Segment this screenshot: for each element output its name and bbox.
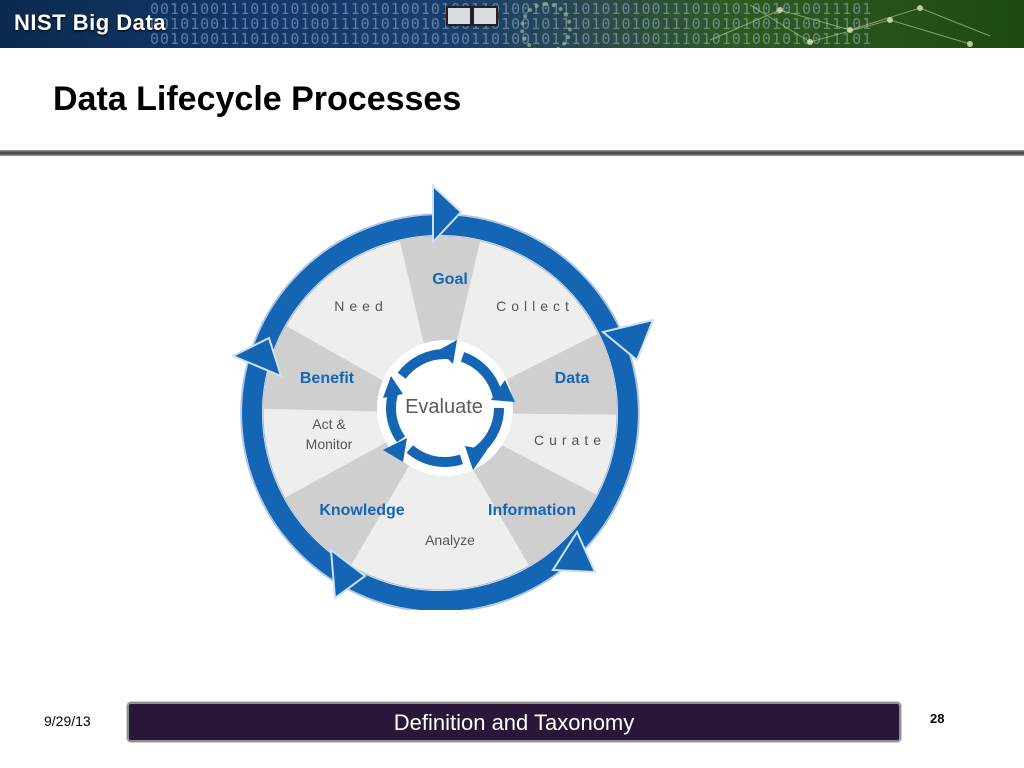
footer-bar: Definition and Taxonomy [127, 702, 901, 742]
process-collect: Collect [496, 298, 574, 314]
page-number: 28 [930, 711, 945, 726]
state-goal: Goal [432, 271, 468, 288]
inner-arrow-right [491, 380, 515, 402]
process-act: Act & [312, 416, 346, 432]
arrowhead-information [551, 529, 597, 574]
lifecycle-diagram: Goal Data Information Knowledge Benefit … [230, 183, 655, 610]
state-knowledge: Knowledge [319, 502, 404, 519]
inner-arrow-left [383, 376, 403, 398]
monitor-icon [472, 6, 498, 26]
arrowhead-data [600, 318, 655, 362]
arrowhead-benefit [230, 336, 283, 378]
process-need: Need [334, 298, 387, 314]
slide-title: Data Lifecycle Processes [53, 80, 462, 118]
title-divider [0, 150, 1024, 156]
process-analyze: Analyze [425, 532, 475, 548]
wedge-goal [395, 236, 485, 413]
state-information: Information [488, 502, 576, 519]
inner-arrow-bottom-left [383, 438, 407, 462]
arrowhead-goal [432, 183, 463, 245]
process-monitor: Monitor [306, 436, 353, 452]
inner-hub [377, 340, 513, 476]
center-evaluate: Evaluate [405, 396, 483, 418]
binary-row-2: 0010100111010101001110101001010011010010… [150, 15, 873, 33]
inner-arrow-top [439, 340, 457, 364]
monitor-icon [446, 6, 472, 26]
binary-row-1: 0010100111010101001110101001010011010010… [150, 2, 873, 18]
network-graphic-icon [709, 4, 991, 47]
brand-logo-text: NIST Big Data [14, 10, 166, 35]
process-curate: Curate [534, 432, 606, 448]
gear-icon [520, 2, 572, 48]
state-data: Data [555, 370, 590, 387]
arrowhead-knowledge [329, 547, 367, 600]
header-banner: 0010100111010101001110101001010011010010… [0, 0, 1024, 48]
binary-row-3: 0010100111010101001110101001010011010010… [150, 30, 873, 48]
inner-arrow-bottom-right [465, 446, 487, 470]
footer-label: Definition and Taxonomy [393, 710, 635, 735]
binary-background: 0010100111010101001110101001010011010010… [150, 2, 1010, 48]
footer-date: 9/29/13 [44, 713, 91, 729]
state-benefit: Benefit [300, 370, 355, 387]
